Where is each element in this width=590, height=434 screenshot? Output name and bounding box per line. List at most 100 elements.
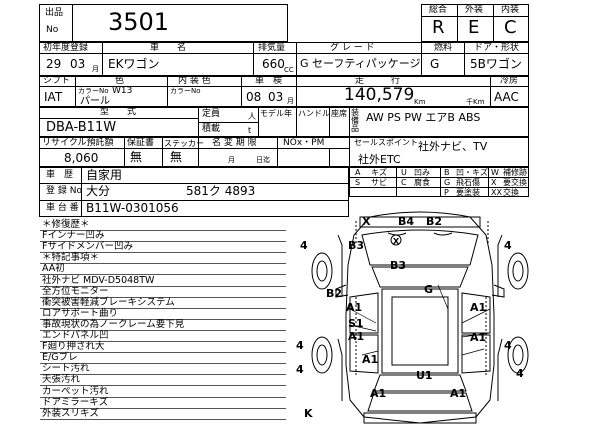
model-label: 型 式 [100, 107, 137, 117]
legend-code: C [401, 178, 407, 187]
handle-label: ハンドル [298, 109, 330, 118]
mark-a1-b1: A1 [370, 387, 386, 400]
recycle-label: リサイクル預託額 [42, 138, 114, 148]
note-rule [40, 396, 286, 398]
note-line: ＊修復歴＊ [42, 219, 90, 230]
note-line: 事故現状の為ノークレーム要下見 [42, 318, 185, 330]
color-no-label: カラーNo [78, 87, 109, 95]
right-rear-door [461, 334, 491, 374]
mark-4-tl: 4 [300, 239, 308, 252]
mileage-unit-2: 千Km [466, 98, 485, 106]
sticker-label: ステッカー [164, 139, 204, 148]
mark-4-bl: 4 [296, 363, 304, 376]
legend-desc: 補修跡 [503, 168, 527, 177]
car-damage-diagram: X B4 B2 B3 X 4 4 B3 B2 G A1 A1 S1 A1 A1 … [296, 211, 529, 424]
note-rule [40, 274, 286, 276]
mark-4-ml: 4 [296, 339, 304, 352]
note-line: AA初 [42, 263, 65, 275]
sales-point-label: セールスポイント [354, 138, 418, 147]
legend-code: S [355, 178, 361, 187]
displacement-unit: CC [284, 66, 294, 74]
equipment-label: 装備品 [351, 108, 359, 133]
mark-4-tr: 4 [504, 239, 512, 252]
note-rule [40, 352, 286, 354]
mark-g: G [424, 283, 433, 296]
seat-label: 座席 [331, 109, 347, 118]
note-rule [40, 263, 286, 265]
nox-label: NOx・PM [283, 138, 325, 148]
inspection-month: 03 [268, 90, 284, 104]
grade-interior-label: 内装 [501, 5, 520, 15]
first-reg-month: 03 [70, 57, 86, 71]
note-rule [40, 307, 286, 309]
fuel-label: 燃料 [434, 43, 453, 53]
legend-desc: 要塗装 [456, 188, 480, 197]
mark-a1-b2: A1 [450, 387, 466, 400]
note-rule [40, 241, 286, 243]
interior-color-label: 内 装 色 [178, 76, 211, 86]
sales-point-1: 社外ナビ、TV [418, 140, 488, 153]
legend-desc: サビ [371, 178, 387, 187]
car-name-label: 車 名 [150, 43, 187, 53]
door-label: ドア・形状 [474, 43, 520, 53]
mileage-label: 走 行 [355, 76, 401, 86]
wheel-front-left [311, 252, 333, 290]
grade-value: G セーフティパッケージ [300, 57, 421, 70]
legend-desc: 交換 [503, 188, 519, 197]
mark-b3-hood: B3 [390, 259, 406, 272]
body-type: 5Bワゴン [470, 57, 522, 71]
note-line: 社外ナビ MDV-D5048TW [42, 274, 155, 286]
note-rule [40, 363, 286, 365]
wheel-rear-left [311, 336, 333, 374]
tailgate [367, 392, 473, 412]
legend-desc: 飛石傷 [456, 178, 480, 187]
inspection-label: 車 検 [255, 76, 283, 86]
note-rule [40, 285, 286, 287]
warranty-label: 保証書 [127, 138, 155, 148]
wheel-front-right [507, 252, 529, 290]
chassis-value: B11W-0301056 [86, 201, 179, 215]
note-rule [40, 318, 286, 320]
car-name: EKワゴン [108, 57, 160, 71]
legend-code: G [444, 178, 451, 187]
wheel-rear-right [507, 336, 529, 374]
row1 [39, 42, 529, 76]
car-outline [345, 211, 495, 424]
right-front-door [461, 292, 491, 334]
rear-window [373, 374, 467, 392]
lot-number: 3501 [108, 8, 170, 36]
equipment-value: AW PS PW エアB ABS [366, 111, 481, 124]
sticker-value: 無 [170, 150, 183, 164]
grade-exterior: E [468, 17, 480, 38]
row3 [39, 107, 529, 137]
note-line: ドアミラーキズ [42, 396, 109, 408]
note-line: 外装スリキズ [42, 407, 100, 419]
load-unit: t [248, 126, 252, 135]
legend-code: U [401, 168, 407, 177]
note-line: 天張汚れ [42, 374, 81, 386]
first-reg-label: 初年度登録 [43, 43, 89, 53]
shift-label: シフト [43, 76, 71, 86]
note-line: シート汚れ [42, 363, 90, 375]
note-rule [40, 418, 286, 420]
legend-code: P [444, 188, 449, 197]
lot-number-cell [72, 4, 288, 42]
model-year-label: モデル年 [260, 109, 292, 118]
mark-x-top: X [362, 215, 371, 228]
lot-label-1: 出品 [45, 8, 64, 18]
model-value: DBA-B11W [46, 120, 117, 135]
mark-a1-l1: A1 [346, 301, 362, 314]
color-label: 色 [115, 76, 125, 86]
mark-b3-left: B3 [348, 239, 364, 252]
hood [361, 229, 479, 266]
first-reg-year: 29 [46, 57, 62, 71]
mark-s1: S1 [348, 317, 364, 330]
note-rule [40, 252, 286, 254]
row2 [39, 76, 529, 107]
left-rear-door [349, 334, 379, 374]
capacity-unit: 人 [248, 112, 256, 121]
legend-desc: 凹・キズ [456, 168, 488, 177]
windshield [371, 266, 469, 288]
rear-bumper [363, 412, 477, 424]
legend-code: X [491, 178, 497, 187]
